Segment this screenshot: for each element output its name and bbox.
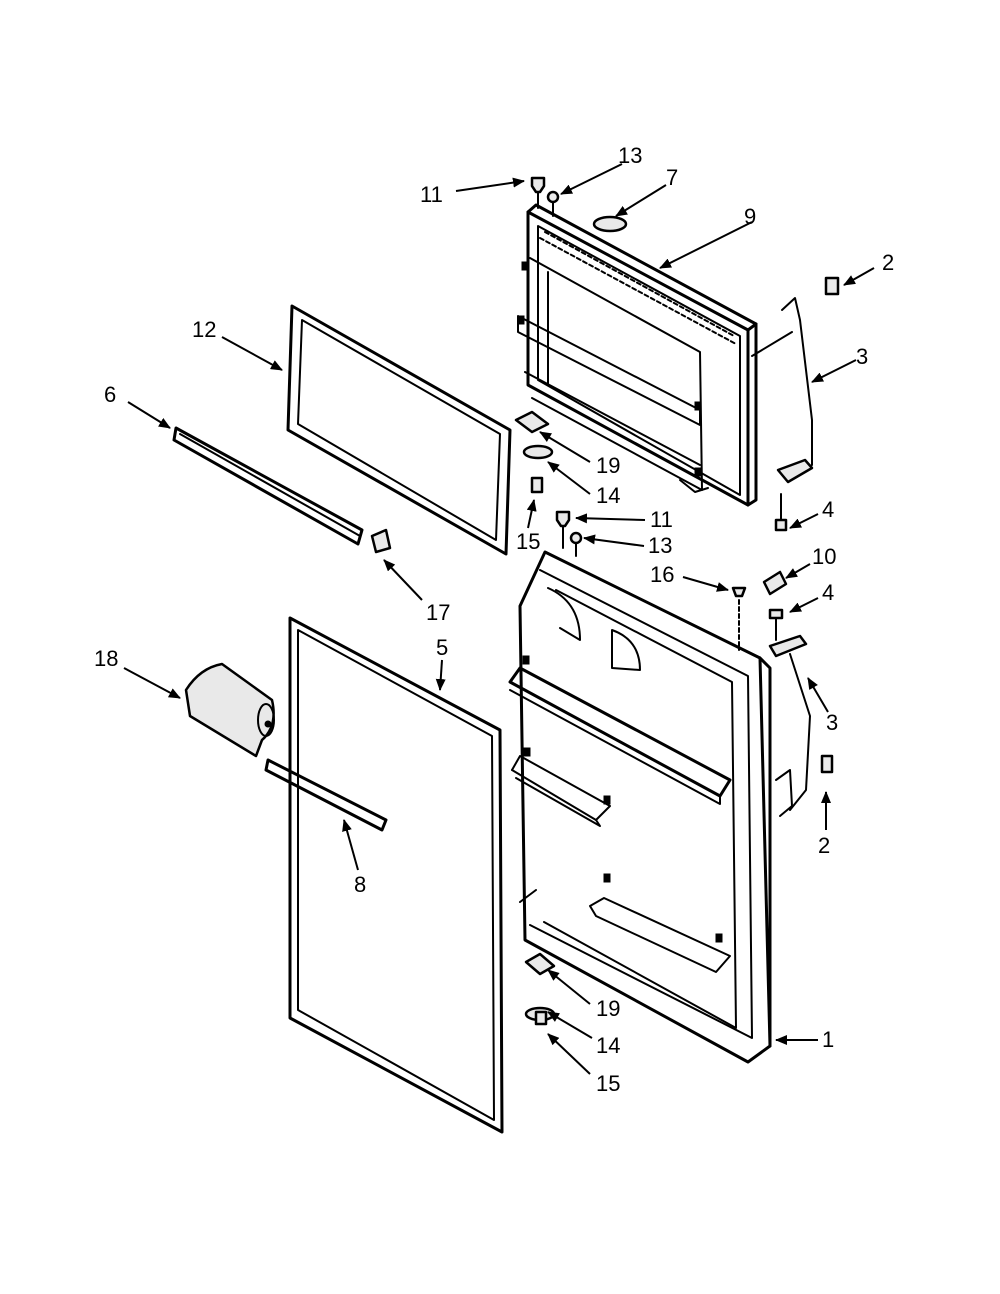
bracket-19-bottom <box>524 952 556 976</box>
screw-11-mid <box>555 510 571 549</box>
callout-17: 17 <box>426 600 450 625</box>
callout-8: 8 <box>354 872 366 897</box>
hinge-3-top <box>751 297 814 484</box>
screw-11-top <box>530 176 546 209</box>
freezer-gasket-12 <box>286 304 512 556</box>
callout-1: 1 <box>822 1027 834 1052</box>
leader-lines <box>123 163 875 1075</box>
callout-3-mid: 3 <box>826 710 838 735</box>
callout-9: 9 <box>744 204 756 229</box>
shim-10 <box>762 570 788 596</box>
fresh-food-door-1 <box>508 550 772 1064</box>
callout-3-top: 3 <box>856 344 868 369</box>
screw-15-top <box>530 476 544 494</box>
callout-4-top: 4 <box>822 497 834 522</box>
screw-15-bottom <box>534 1010 548 1026</box>
callout-13-top: 13 <box>618 143 642 168</box>
plug-16 <box>731 586 747 651</box>
callout-19-top: 19 <box>596 453 620 478</box>
callout-11-top: 11 <box>420 182 443 207</box>
callout-14-top: 14 <box>596 483 620 508</box>
callout-15-top: 15 <box>516 529 540 554</box>
plug-7 <box>592 215 628 233</box>
hinge-3-mid <box>768 634 811 817</box>
fresh-food-gasket-5 <box>288 616 504 1134</box>
freezer-door-9 <box>517 203 758 507</box>
clip-17 <box>370 528 392 554</box>
callout-15-bottom: 15 <box>596 1071 620 1096</box>
hinge-cover-2-mid <box>820 754 834 774</box>
retainer-strip-6 <box>172 426 364 546</box>
callout-13-mid: 13 <box>648 533 672 558</box>
callout-14-bottom: 14 <box>596 1033 620 1058</box>
callout-12: 12 <box>192 317 216 342</box>
callout-2-mid: 2 <box>818 833 830 858</box>
callout-10: 10 <box>812 544 836 569</box>
callout-4-mid: 4 <box>822 580 834 605</box>
retainer-strip-8 <box>264 758 388 832</box>
callout-18: 18 <box>94 646 118 671</box>
screw-4-top <box>774 493 788 532</box>
callout-16: 16 <box>650 562 674 587</box>
callout-19-bottom: 19 <box>596 996 620 1021</box>
callout-5: 5 <box>436 635 448 660</box>
screw-4-mid <box>768 608 784 641</box>
callout-6: 6 <box>104 382 116 407</box>
screw-13-top <box>546 190 560 217</box>
washer-14-top <box>522 444 554 460</box>
hinge-cover-2-top <box>824 276 840 296</box>
bracket-19-top <box>514 410 550 434</box>
dairy-door-18 <box>184 662 275 758</box>
screw-13-mid <box>569 531 583 557</box>
callout-11-mid: 11 <box>650 507 673 532</box>
callout-labels: 11 13 7 9 2 3 12 6 19 14 4 11 15 13 16 1… <box>94 143 894 1096</box>
callout-2-top: 2 <box>882 250 894 275</box>
callout-7: 7 <box>666 165 678 190</box>
